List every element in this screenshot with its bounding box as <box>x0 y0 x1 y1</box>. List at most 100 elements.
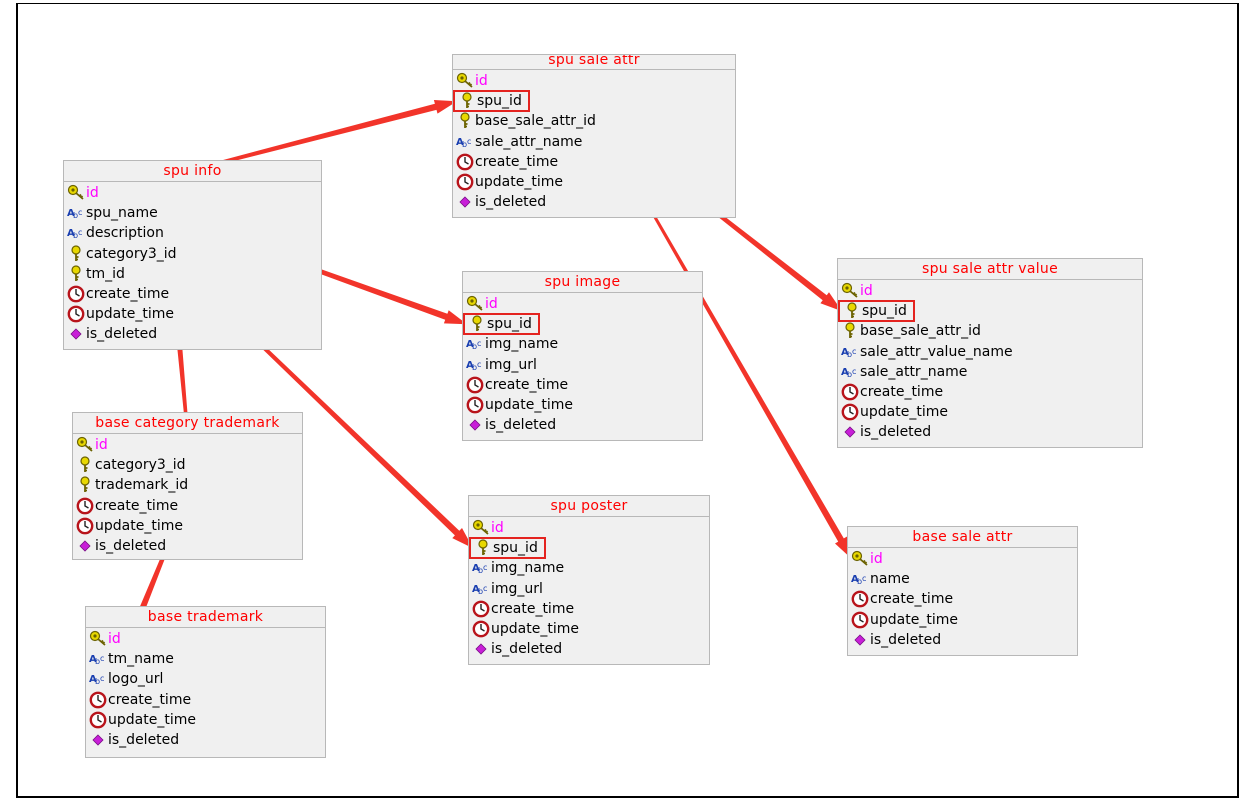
field-row[interactable]: is_deleted <box>73 536 302 556</box>
field-name: is_deleted <box>491 641 563 658</box>
field-row[interactable]: base_sale_attr_id <box>453 111 735 131</box>
field-row[interactable]: create_time <box>848 589 1077 609</box>
field-row[interactable]: id <box>838 281 1142 301</box>
svg-text:c: c <box>100 674 104 683</box>
field-name: tm_name <box>108 651 174 668</box>
field-name: create_time <box>491 600 575 617</box>
field-row[interactable]: is_deleted <box>463 415 702 435</box>
field-name: img_name <box>485 336 559 353</box>
field-row[interactable]: trademark_id <box>73 475 302 495</box>
field-row[interactable]: category3_id <box>64 244 321 264</box>
field-row[interactable]: update_time <box>838 402 1142 422</box>
field-row[interactable]: update_time <box>848 610 1077 630</box>
table-title: base category trademark <box>73 413 302 434</box>
field-row[interactable]: spu_id <box>838 300 1142 323</box>
svg-text:b: b <box>462 140 467 149</box>
field-row[interactable]: update_time <box>86 710 325 730</box>
clock-icon <box>851 611 869 629</box>
svg-text:A: A <box>472 584 480 595</box>
field-row[interactable]: id <box>64 183 321 203</box>
field-row[interactable]: tm_id <box>64 264 321 284</box>
field-name: is_deleted <box>95 538 167 555</box>
primary-key-icon <box>89 630 107 648</box>
field-row[interactable]: update_time <box>463 395 702 415</box>
field-row[interactable]: spu_id <box>469 537 709 560</box>
field-row[interactable]: create_time <box>838 382 1142 402</box>
field-row[interactable]: id <box>453 71 735 91</box>
field-row[interactable]: id <box>73 435 302 455</box>
foreign-key-icon <box>843 302 861 320</box>
diamond-icon <box>456 193 474 211</box>
field-name: create_time <box>485 376 569 393</box>
field-row[interactable]: is_deleted <box>838 422 1142 442</box>
svg-text:b: b <box>847 370 852 379</box>
field-row[interactable]: is_deleted <box>86 730 325 750</box>
field-row[interactable]: base_sale_attr_id <box>838 321 1142 341</box>
svg-text:A: A <box>466 339 474 350</box>
field-row[interactable]: create_time <box>469 599 709 619</box>
field-name: category3_id <box>95 457 186 474</box>
clock-icon <box>456 173 474 191</box>
field-row[interactable]: id <box>469 518 709 538</box>
primary-key-icon <box>466 295 484 313</box>
field-row[interactable]: create_time <box>453 152 735 172</box>
field-row[interactable]: update_time <box>469 619 709 639</box>
field-row[interactable]: update_time <box>64 304 321 324</box>
field-name: id <box>475 73 488 90</box>
svg-text:b: b <box>73 211 78 220</box>
field-row[interactable]: spu_id <box>453 90 735 113</box>
field-row[interactable]: create_time <box>86 690 325 710</box>
field-row[interactable]: create_time <box>64 284 321 304</box>
field-row[interactable]: create_time <box>463 375 702 395</box>
field-name: spu_id <box>493 540 538 557</box>
field-row[interactable]: create_time <box>73 496 302 516</box>
field-name: create_time <box>860 384 944 401</box>
field-row[interactable]: id <box>86 629 325 649</box>
field-name: img_url <box>485 356 537 373</box>
field-row[interactable]: spu_id <box>463 313 702 336</box>
primary-key-icon <box>841 282 859 300</box>
field-row[interactable]: is_deleted <box>848 630 1077 650</box>
field-row[interactable]: id <box>463 294 702 314</box>
clock-icon <box>89 691 107 709</box>
svg-text:A: A <box>841 367 849 378</box>
field-name: update_time <box>860 404 948 421</box>
svg-text:A: A <box>456 137 464 148</box>
svg-text:c: c <box>78 228 82 237</box>
field-name: spu_id <box>477 93 522 110</box>
field-row[interactable]: update_time <box>73 516 302 536</box>
field-row[interactable]: update_time <box>453 172 735 192</box>
field-row[interactable]: is_deleted <box>453 192 735 212</box>
field-name: spu_id <box>487 316 532 333</box>
field-row[interactable]: is_deleted <box>64 324 321 344</box>
field-row[interactable]: category3_id <box>73 455 302 475</box>
field-name: update_time <box>870 611 958 628</box>
field-name: is_deleted <box>108 732 180 749</box>
field-name: tm_id <box>86 265 125 282</box>
field-row[interactable]: id <box>848 549 1077 569</box>
diamond-icon <box>851 631 869 649</box>
field-row[interactable]: is_deleted <box>469 639 709 659</box>
